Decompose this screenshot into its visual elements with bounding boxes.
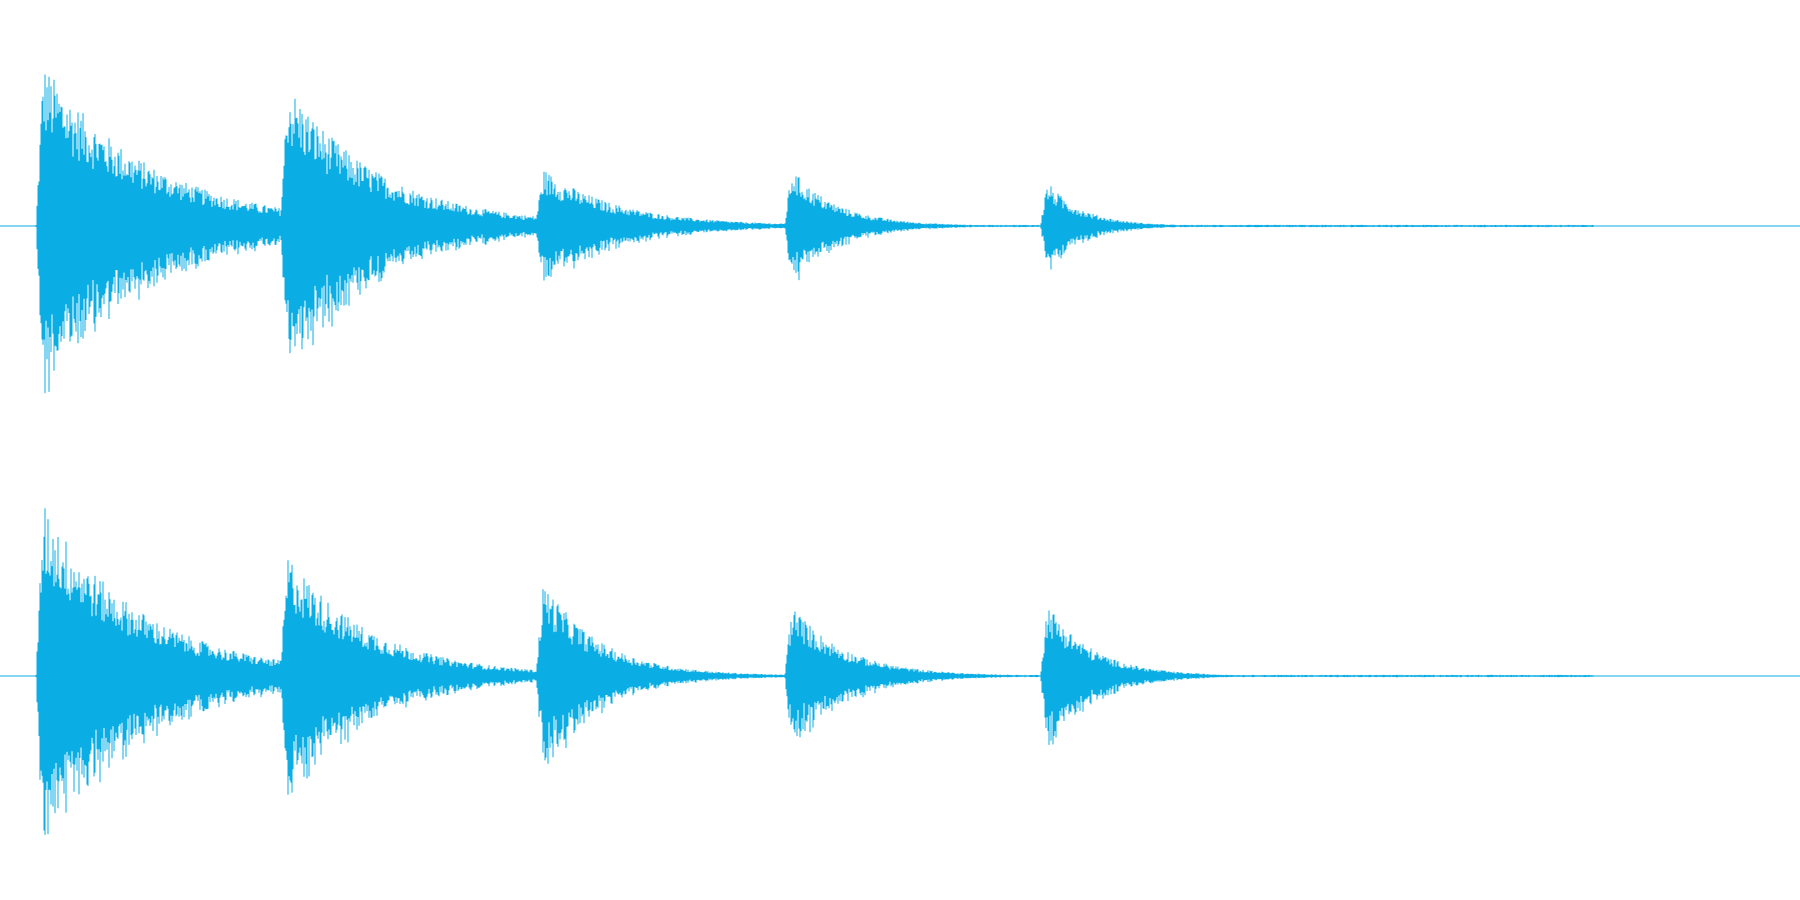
channel-left-track[interactable]	[0, 74, 1800, 394]
channel-right-waveform	[35, 508, 1594, 835]
channel-right-track[interactable]	[0, 508, 1800, 835]
channel-left-waveform	[35, 74, 1594, 394]
